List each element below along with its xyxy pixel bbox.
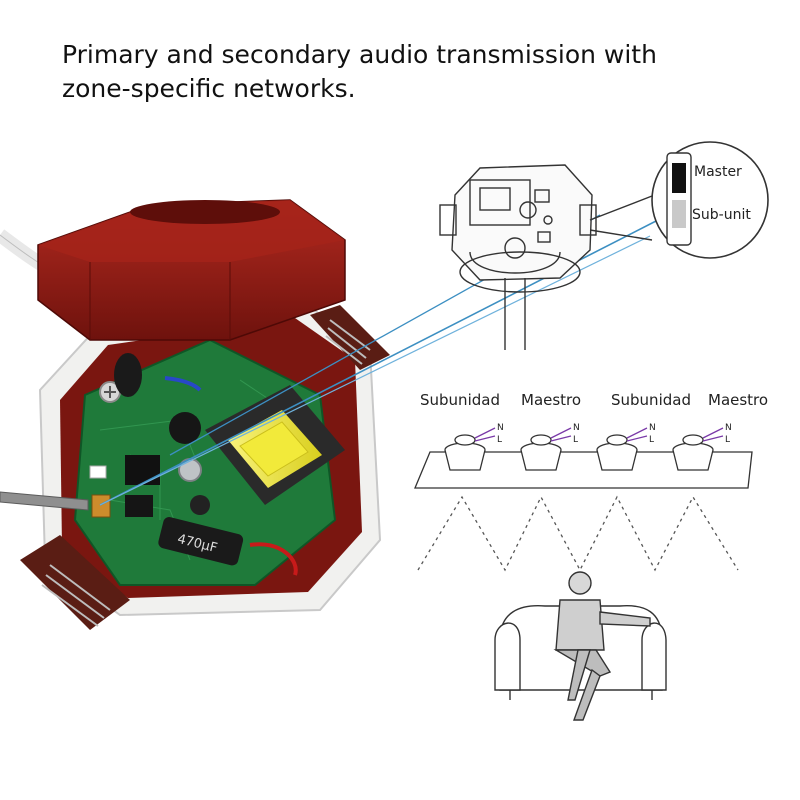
zone-diagram: Subunidad Maestro Subunidad Maestro	[414, 391, 768, 572]
chip	[125, 495, 153, 517]
wire-label-n: N	[649, 423, 656, 433]
zone-label: Maestro	[521, 391, 581, 409]
wire-label-l: L	[649, 435, 654, 445]
zone-label: Maestro	[708, 391, 768, 409]
wire-label-n: N	[497, 423, 504, 433]
speaker-line-drawing	[439, 164, 653, 350]
component	[190, 495, 210, 515]
wire-label-n: N	[573, 423, 580, 433]
zone-label: Subunidad	[611, 391, 691, 409]
wire-coil	[114, 353, 142, 397]
sub-unit-label: Sub-unit	[692, 207, 751, 223]
switch-master-position	[672, 163, 686, 193]
listener-on-sofa	[494, 571, 667, 721]
ceiling-speaker	[672, 427, 724, 471]
wire-label-n: N	[725, 423, 732, 433]
wire-label-l: L	[573, 435, 578, 445]
spring-clip-left	[20, 535, 130, 630]
wire-label-l: L	[725, 435, 730, 445]
dip-switch	[91, 494, 111, 518]
chip	[125, 455, 160, 485]
wire-label-l: L	[497, 435, 502, 445]
transformer	[205, 385, 345, 505]
capacitor: 470µF	[158, 517, 244, 566]
zone-label: Subunidad	[420, 391, 500, 409]
speaker-module-photo: 470µF	[0, 199, 390, 630]
headline: Primary and secondary audio transmission…	[62, 38, 762, 106]
sound-coverage-zigzag	[417, 495, 739, 572]
master-label: Master	[694, 164, 742, 180]
ceiling-speaker	[444, 427, 496, 471]
ceiling-speaker	[520, 427, 572, 471]
inductor	[169, 412, 201, 444]
ceiling-speaker	[596, 427, 648, 471]
headline-line-2: zone-specific networks.	[62, 74, 356, 103]
switch-sub-position	[672, 200, 686, 228]
headline-line-1: Primary and secondary audio transmission…	[62, 40, 657, 69]
ceiling-panel	[414, 451, 753, 489]
switch-callout: Master Sub-unit	[651, 141, 769, 259]
tool	[0, 491, 89, 511]
housing-lid	[37, 199, 346, 341]
spring-clip-right	[310, 305, 390, 370]
